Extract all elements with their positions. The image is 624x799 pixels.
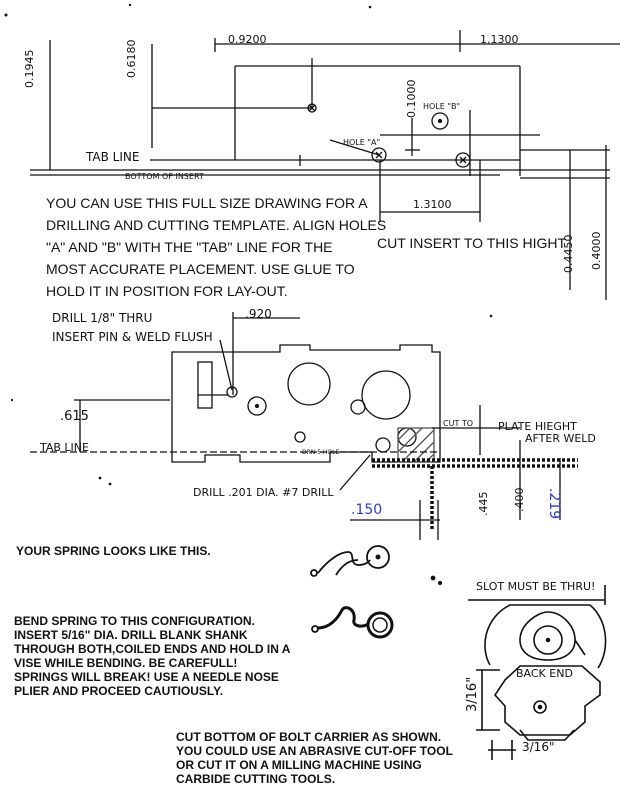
slot-thru-note: SLOT MUST BE THRU! (476, 580, 596, 593)
bolt-carrier-note-line: OR CUT IT ON A MILLING MACHINE USING (176, 758, 422, 772)
bolt-carrier-note-line: YOU COULD USE AN ABRASIVE CUT-OFF TOOL (176, 744, 453, 758)
back-end-label: BACK END (516, 667, 573, 680)
drill-eighth-note: DRILL 1/8" THRU (52, 311, 153, 325)
scan-specks (4, 3, 493, 486)
spring-bend-line: INSERT 5/16" DIA. DRILL BLANK SHANK (14, 628, 248, 642)
bolt-carrier-drawing (468, 585, 607, 760)
hole-a-label: HOLE "A" (343, 138, 381, 147)
dim-01945: 0.1945 (23, 49, 36, 89)
dim-445: .445 (477, 491, 490, 517)
dim-06180: 0.6180 (125, 39, 138, 79)
template-note: YOU CAN USE THIS FULL SIZE DRAWING FOR A… (46, 192, 386, 302)
template-note-line: MOST ACCURATE PLACEMENT. USE GLUE TO (46, 261, 355, 277)
spring-bend-line: PLIER AND PROCEED CAUTIOUSLY. (14, 684, 224, 698)
spring-bend-line: VISE WHILE BENDING. BE CAREFULL! (14, 656, 238, 670)
cut-insert-label: CUT INSERT TO THIS HIGHT (377, 235, 567, 251)
template-note-line: YOU CAN USE THIS FULL SIZE DRAWING FOR A (46, 195, 368, 211)
template-note-line: DRILLING AND CUTTING TEMPLATE. ALIGN HOL… (46, 217, 387, 233)
dim-3-16-horizontal: 3/16" (522, 740, 555, 754)
insert-pin-note: INSERT PIN & WELD FLUSH (52, 330, 213, 344)
after-weld-label: AFTER WELD (525, 432, 596, 445)
top-view-holes (307, 103, 471, 168)
spring-drawings (310, 545, 443, 639)
dim-3-16-vertical: 3/16" (465, 676, 480, 712)
tab-line-label: TAB LINE (86, 150, 140, 164)
side-view-cut-lines (372, 458, 578, 530)
spring-bend-line: BEND SPRING TO THIS CONFIGURATION. (14, 614, 255, 628)
dim-0920: 0.9200 (228, 33, 267, 46)
template-note-line: "A" AND "B" WITH THE "TAB" LINE FOR THE (46, 239, 333, 255)
bolt-carrier-cut-note: CUT BOTTOM OF BOLT CARRIER AS SHOWN. YOU… (176, 730, 453, 786)
template-note-line: HOLD IT IN POSITION FOR LAY-OUT. (46, 283, 288, 299)
dim-400: .400 (513, 487, 526, 513)
bolt-carrier-note-line: CUT BOTTOM OF BOLT CARRIER AS SHOWN. (176, 730, 442, 744)
dim-920: .920 (245, 307, 272, 321)
dim-150: .150 (351, 502, 383, 518)
hole-b-label: HOLE "B" (423, 102, 461, 111)
dim-615: .615 (60, 409, 89, 424)
dim-01000: 0.1000 (405, 79, 418, 119)
cut-to-label: CUT TO (443, 419, 474, 428)
drill-201-note: DRILL .201 DIA. #7 DRILL (193, 486, 334, 499)
spring-looks-like-label: YOUR SPRING LOOKS LIKE THIS. (16, 544, 211, 558)
dim-11300: 1.1300 (480, 33, 519, 46)
spring-bend-note: BEND SPRING TO THIS CONFIGURATION. INSER… (14, 614, 290, 698)
top-view-lines (30, 30, 620, 300)
dim-04000: 0.4000 (590, 231, 603, 271)
spring-bend-line: THROUGH BOTH,COILED ENDS AND HOLD IN A (14, 642, 291, 656)
bolt-carrier-note-line: CARBIDE CUTTING TOOLS. (176, 772, 336, 786)
dim-219: .219 (546, 488, 562, 520)
plate-height-label: PLATE HIEGHT (498, 420, 577, 433)
drn-mark: DRN 5 HOLE (302, 449, 340, 456)
side-view-lines (30, 312, 561, 540)
side-tab-line-label: TAB LINE (40, 441, 89, 454)
spring-bend-line: SPRINGS WILL BREAK! USE A NEEDLE NOSE (14, 670, 279, 684)
dim-13100: 1.3100 (413, 198, 452, 211)
bottom-of-insert-label: BOTTOM OF INSERT (125, 172, 204, 181)
